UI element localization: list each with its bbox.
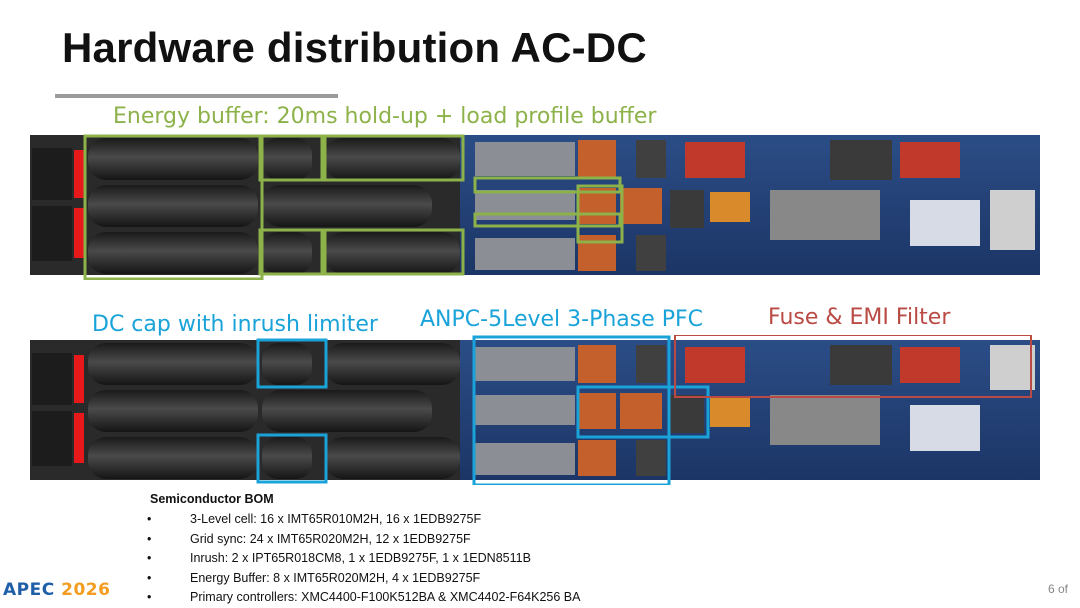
bottom-board-render (30, 335, 1040, 485)
bulk-capacitor (88, 343, 258, 385)
bulk-capacitor (262, 232, 312, 274)
dc-cap-label: DC cap with inrush limiter (92, 312, 378, 337)
bulk-capacitor (262, 185, 432, 227)
logo-year: 2026 (61, 580, 111, 600)
bulk-capacitor (325, 437, 460, 479)
bom-item: Energy Buffer: 8 x IMT65R020M2H, 4 x 1ED… (147, 569, 580, 589)
top-board-render (30, 134, 1040, 280)
bom-item: Primary controllers: XMC4400-F100K512BA … (147, 588, 580, 608)
fuse-emi-label: Fuse & EMI Filter (768, 305, 951, 330)
slide-title: Hardware distribution AC-DC (62, 24, 647, 71)
title-underline (55, 94, 338, 98)
bulk-capacitor (262, 390, 432, 432)
anpc-pfc-label: ANPC-5Level 3-Phase PFC (420, 307, 704, 332)
bulk-capacitor (325, 232, 460, 274)
logo-text: APEC (3, 580, 62, 600)
bom-item: Inrush: 2 x IPT65R018CM8, 1 x 1EDB9275F,… (147, 549, 580, 569)
bulk-capacitor (88, 185, 258, 227)
apec-logo: APEC 2026 (3, 580, 110, 600)
bulk-capacitor (88, 390, 258, 432)
bom-item: Grid sync: 24 x IMT65R020M2H, 12 x 1EDB9… (147, 530, 580, 550)
energy-buffer-label: Energy buffer: 20ms hold-up + load profi… (113, 104, 657, 129)
bulk-capacitor (262, 138, 312, 180)
bulk-capacitor (88, 138, 258, 180)
bulk-capacitor (262, 437, 312, 479)
bom-item: 3-Level cell: 16 x IMT65R010M2H, 16 x 1E… (147, 510, 580, 530)
bulk-capacitor (325, 138, 460, 180)
semiconductor-bom: Semiconductor BOM 3-Level cell: 16 x IMT… (147, 492, 580, 608)
bulk-capacitor (88, 437, 258, 479)
bulk-capacitor (325, 343, 460, 385)
bulk-capacitor (262, 343, 312, 385)
page-number: 6 of (1047, 582, 1068, 596)
bom-list: 3-Level cell: 16 x IMT65R010M2H, 16 x 1E… (147, 510, 580, 608)
bom-title: Semiconductor BOM (150, 492, 274, 506)
bulk-capacitor (88, 232, 258, 274)
